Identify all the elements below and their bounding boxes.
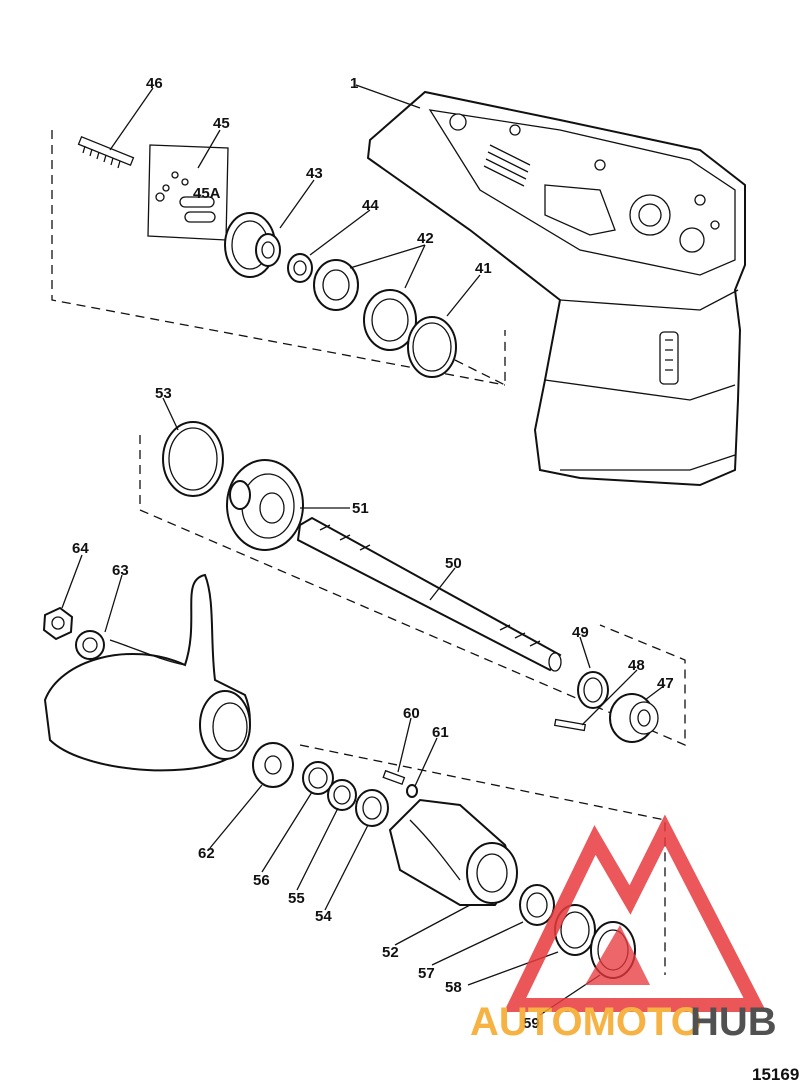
callout-45a: 45A: [193, 185, 221, 202]
seal-56: [302, 761, 334, 795]
callout-58: 58: [445, 979, 462, 996]
nut-64: [42, 606, 74, 641]
propeller-shaft-50: [296, 516, 562, 672]
callout-51: 51: [352, 500, 369, 517]
bearing-57: [519, 884, 555, 926]
pinion-gear-43: [224, 212, 281, 278]
callout-46: 46: [146, 75, 163, 92]
o-ring-53: [162, 421, 224, 497]
bearing-cup-42: [313, 259, 417, 351]
callout-60: 60: [403, 705, 420, 722]
callout-64: 64: [72, 540, 89, 557]
callout-50: 50: [445, 555, 462, 572]
callout-48: 48: [628, 657, 645, 674]
gear-housing: [366, 90, 746, 487]
callout-55: 55: [288, 890, 305, 907]
callout-54: 54: [315, 908, 332, 925]
callout-52: 52: [382, 944, 399, 961]
bearing-carrier-52: [388, 798, 518, 906]
callout-59: 59: [523, 1015, 540, 1032]
washer-58: [554, 904, 596, 956]
callout-49: 49: [572, 624, 589, 641]
propeller: [43, 573, 251, 772]
washer-61: [406, 784, 418, 798]
forward-gear-51: [226, 459, 304, 551]
figure-number: 15169: [752, 1065, 799, 1084]
shim-kit-45: [147, 144, 229, 241]
washer-62: [252, 742, 294, 788]
watermark-logo: AUTOMOTO HUB: [470, 814, 777, 1044]
watermark-text-hub: HUB: [690, 1000, 777, 1044]
callout-1: 1: [350, 75, 358, 92]
callout-41: 41: [475, 260, 492, 277]
bearing-54: [355, 789, 389, 827]
callout-62: 62: [198, 845, 215, 862]
pin-48: [553, 718, 587, 732]
callout-56: 56: [253, 872, 270, 889]
callout-43: 43: [306, 165, 323, 182]
watermark-text-automoto: AUTOMOTO: [470, 1000, 702, 1044]
screw-60: [382, 769, 406, 786]
callout-57: 57: [418, 965, 435, 982]
ring-49: [577, 671, 609, 709]
callout-44: 44: [362, 197, 379, 214]
bearing-44: [287, 253, 313, 283]
callout-labels: 1 46 45 45A 43 44 42 41 53 51 50 49 48 4…: [72, 75, 674, 1032]
group-outline-middle: [139, 435, 686, 746]
callout-63: 63: [112, 562, 129, 579]
o-ring-41: [407, 316, 457, 378]
callout-45: 45: [213, 115, 230, 132]
callout-53: 53: [155, 385, 172, 402]
callout-42: 42: [417, 230, 434, 247]
tab-washer-63: [75, 630, 105, 660]
callout-47: 47: [657, 675, 674, 692]
clutch-47: [609, 693, 659, 743]
seal-55: [327, 779, 357, 811]
group-outline-upper: [51, 130, 506, 387]
callout-61: 61: [432, 724, 449, 741]
pin-46: [77, 135, 135, 169]
